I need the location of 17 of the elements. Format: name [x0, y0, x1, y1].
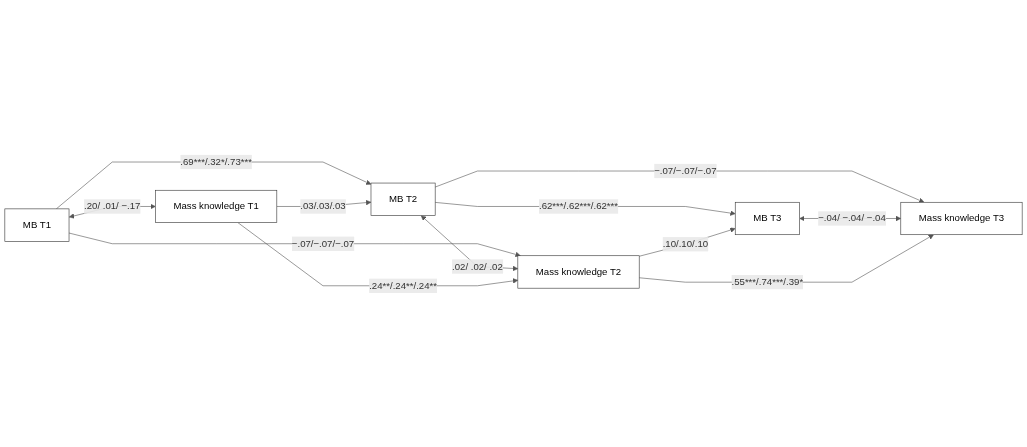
- edge-label: .03/.03/.03: [300, 200, 346, 211]
- edge-label: −.07/−.07/−.07: [654, 165, 717, 176]
- edge-label: .69***/.32*/.73***: [180, 156, 252, 167]
- edge-label: .24**/.24**/.24**: [369, 279, 438, 291]
- edge-label: .10/.10/.10: [662, 238, 709, 249]
- node-box: Mass knowledge T2: [517, 255, 640, 289]
- node-box: MB T2: [370, 182, 436, 216]
- edge-label: −.04/ −.04/ −.04: [818, 212, 886, 223]
- edge-label: .20/ .01/ −.17: [84, 200, 141, 211]
- node-box: Mass knowledge T3: [900, 201, 1023, 235]
- edge-label: .55***/.74***/.39*: [731, 276, 804, 287]
- edge-label: −.07/−.07/−.07: [291, 237, 355, 249]
- edge-label: .62***/.62***/.62***: [538, 200, 619, 211]
- node-box: MB T1: [4, 208, 70, 242]
- node-box: Mass knowledge T1: [155, 189, 278, 223]
- edge-label: .02/ .02/ .02: [452, 260, 503, 271]
- node-box: MB T3: [734, 201, 800, 235]
